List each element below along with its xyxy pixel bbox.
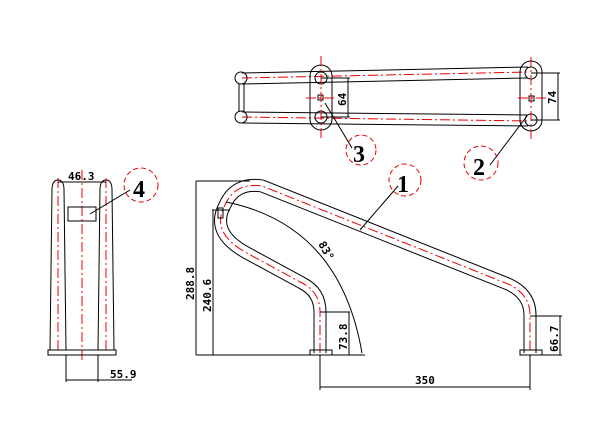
svg-text:1: 1 <box>397 172 409 198</box>
top-view: 64 74 <box>234 56 560 140</box>
foot-spacing-label: 350 <box>415 374 435 387</box>
front-view: 46.3 55.9 <box>47 170 137 382</box>
balloon-4: 4 <box>89 167 159 215</box>
left-plate-spacing-label: 64 <box>336 92 349 106</box>
front-base-plate <box>47 349 117 356</box>
side-view: 83° 288.8 240.6 73.8 66.7 350 <box>184 178 562 390</box>
left-foot-height-label: 73.8 <box>337 324 350 351</box>
svg-text:2: 2 <box>473 155 485 181</box>
right-base-plate <box>519 349 543 356</box>
inner-height-label: 240.6 <box>201 279 214 312</box>
svg-text:4: 4 <box>133 177 145 203</box>
top-width-label: 46.3 <box>68 170 95 183</box>
balloon-2: 2 <box>463 115 528 181</box>
base-width-label: 55.9 <box>110 368 137 381</box>
right-foot-height-label: 66.7 <box>548 326 561 353</box>
right-plate-spacing-label: 74 <box>546 90 559 104</box>
balloon-1: 1 <box>359 163 422 231</box>
balloon-3: 3 <box>324 102 377 168</box>
svg-text:3: 3 <box>353 142 365 168</box>
total-height-label: 288.8 <box>184 267 197 300</box>
angle-label: 83° <box>315 239 336 263</box>
